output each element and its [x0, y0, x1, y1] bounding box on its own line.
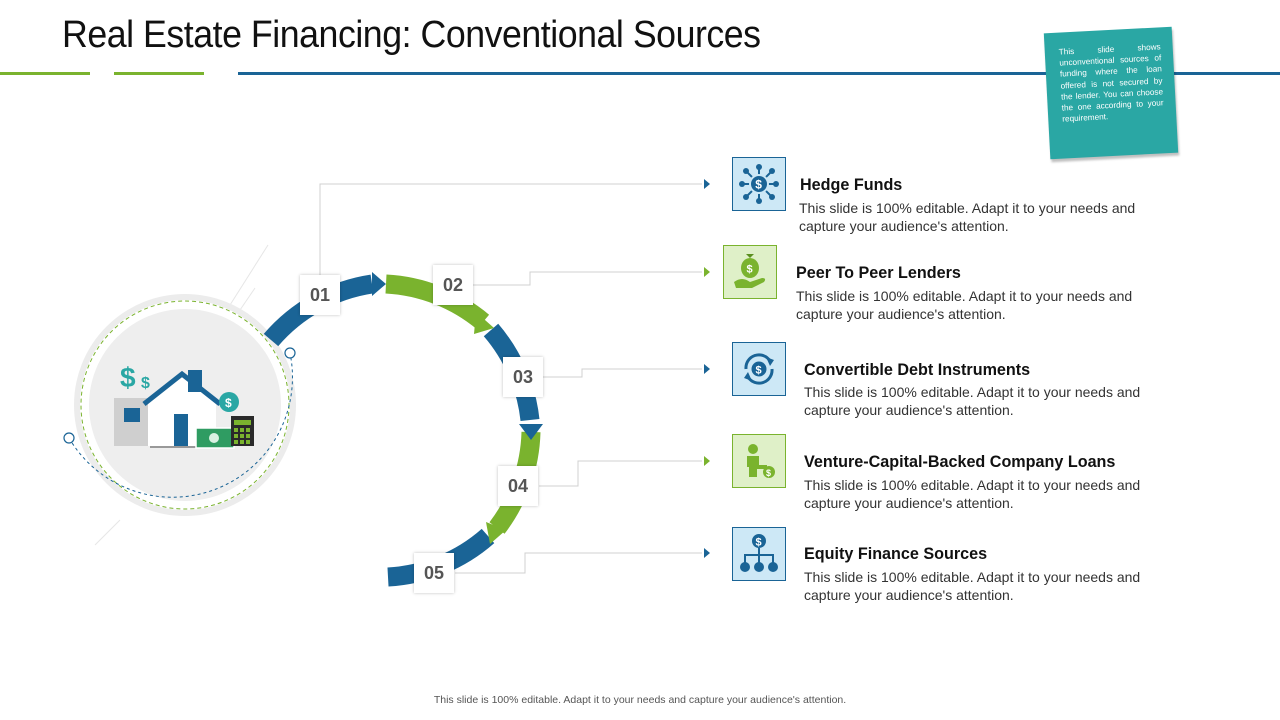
dollar-network-icon: $	[732, 157, 786, 211]
svg-text:$: $	[756, 537, 762, 549]
investor-coin-icon: $	[732, 434, 786, 488]
svg-text:$: $	[747, 264, 753, 276]
step-description-3: This slide is 100% editable. Adapt it to…	[804, 384, 1141, 418]
step-description-2: This slide is 100% editable. Adapt it to…	[796, 288, 1133, 322]
dollar-hierarchy-icon: $	[732, 527, 786, 581]
svg-text:$: $	[756, 365, 762, 377]
svg-text:$: $	[766, 468, 771, 478]
arc-arrowheads	[372, 272, 543, 544]
step-number-03: 03	[503, 357, 543, 397]
svg-text:$: $	[141, 375, 150, 392]
step-title-convertible-debt: Convertible Debt Instruments	[804, 360, 1031, 379]
step-number-02: 02	[433, 265, 473, 305]
step-description-4: This slide is 100% editable. Adapt it to…	[804, 477, 1141, 511]
step-number-05: 05	[414, 553, 454, 593]
page-title: Real Estate Financing: Conventional Sour…	[62, 14, 761, 56]
svg-text:$: $	[225, 396, 232, 410]
sticky-note: This slide shows unconventional sources …	[1043, 26, 1179, 160]
decorative-lines	[94, 244, 269, 546]
money-bag-hand-icon: $	[723, 245, 777, 299]
step-number-01: 01	[300, 275, 340, 315]
step-title-venture-capital: Venture-Capital-Backed Company Loans	[804, 452, 1116, 471]
title-rule-blue	[238, 72, 1280, 75]
step-description-1: This slide is 100% editable. Adapt it to…	[799, 200, 1136, 234]
step-title-peer-to-peer-lenders: Peer To Peer Lenders	[796, 263, 961, 282]
connector-arrowheads	[704, 179, 710, 558]
sticky-note-text: This slide shows unconventional sources …	[1058, 42, 1164, 124]
step-description-5: This slide is 100% editable. Adapt it to…	[804, 569, 1141, 603]
connector-lines	[319, 183, 702, 574]
house-illustration: $ $ $	[63, 294, 296, 516]
svg-text:$: $	[755, 178, 762, 192]
step-title-hedge-funds: Hedge Funds	[800, 175, 903, 194]
title-rule-green-1	[0, 72, 90, 75]
title-rule-green-2	[114, 72, 204, 75]
dollar-cycle-icon: $	[732, 342, 786, 396]
svg-text:$: $	[120, 362, 136, 393]
step-title-equity-finance: Equity Finance Sources	[804, 544, 988, 563]
step-number-04: 04	[498, 466, 538, 506]
footer-text: This slide is 100% editable. Adapt it to…	[433, 694, 847, 706]
